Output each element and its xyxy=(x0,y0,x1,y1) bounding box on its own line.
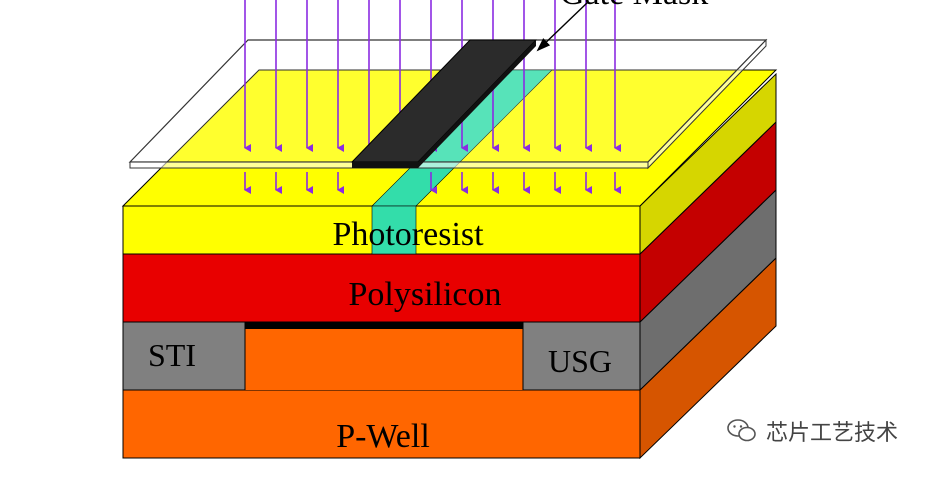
watermark-text: 芯片工艺技术 xyxy=(766,421,898,446)
gate-oxide xyxy=(245,322,523,329)
photoresist-label: Photoresist xyxy=(332,216,484,253)
watermark: 芯片工艺技术 xyxy=(727,419,898,446)
usg-label: USG xyxy=(548,343,612,379)
gate-mask-bar xyxy=(350,39,538,168)
oxide-layer xyxy=(122,188,777,392)
exposed-resist-front xyxy=(371,205,417,255)
gate-mask-label: Gate Mask xyxy=(560,0,708,12)
wechat-icon xyxy=(727,419,756,442)
gate-mask-callout-arrow xyxy=(536,1,589,52)
pwell-layer xyxy=(122,256,777,460)
polysilicon-layer xyxy=(122,120,777,324)
sti-label: STI xyxy=(148,337,196,373)
pwell-label: P-Well xyxy=(336,418,430,455)
polysilicon-label: Polysilicon xyxy=(348,276,501,313)
exposure-arrows-lower xyxy=(244,172,621,194)
